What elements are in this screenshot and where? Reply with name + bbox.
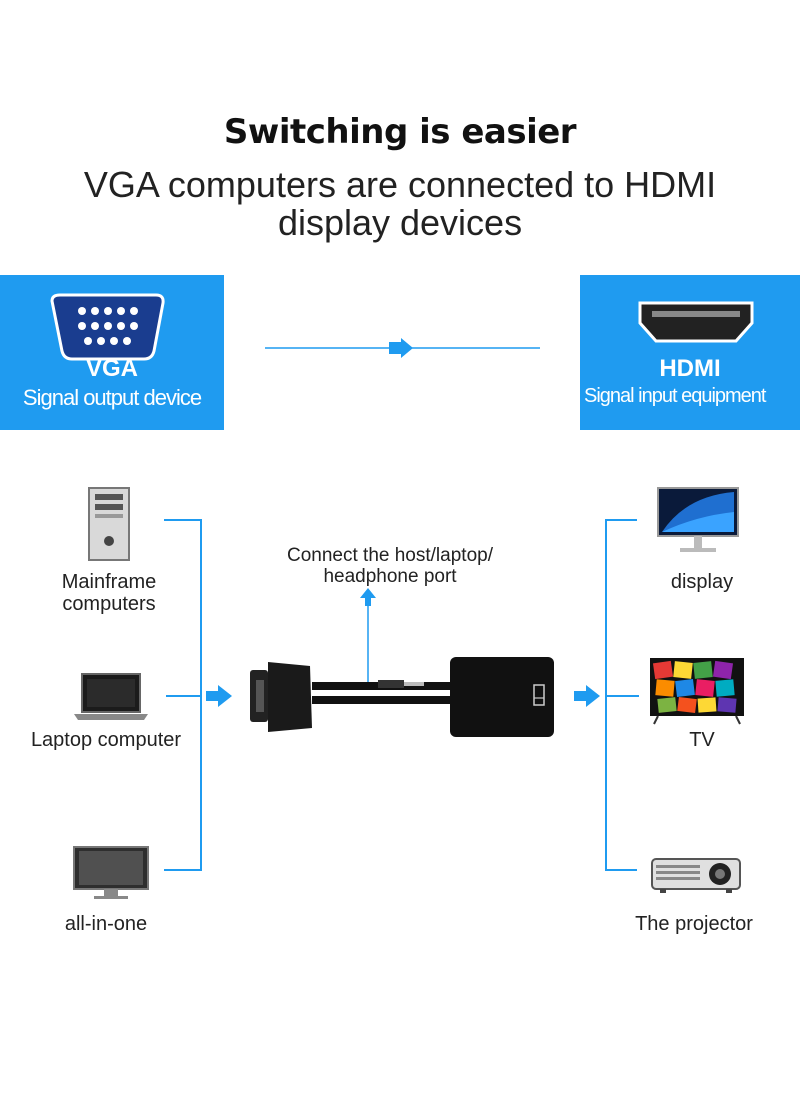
- vga-to-hdmi-adapter: [250, 657, 554, 737]
- bracket-right-top: [605, 519, 637, 521]
- right-arrow-icon: [574, 685, 600, 707]
- bracket-left-middle: [166, 695, 202, 697]
- audio-up-arrow-icon: [360, 588, 376, 684]
- vga-box: VGA Signal output device: [0, 275, 224, 430]
- vga-subtitle: Signal output device: [22, 385, 202, 410]
- audio-port-label-line-2: headphone port: [323, 566, 457, 587]
- destination-label-tv: TV: [689, 729, 715, 751]
- left-arrow-icon: [206, 685, 232, 707]
- audio-port-label: Connect the host/laptop/ headphone port: [240, 545, 540, 587]
- destination-label-projector: The projector: [635, 913, 753, 935]
- source-label-laptop-line-1: Laptop computer: [30, 729, 182, 751]
- tv-icon: [650, 658, 744, 725]
- hdmi-box: HDMI Signal input equipment: [580, 275, 800, 430]
- hdmi-title: HDMI: [659, 355, 721, 382]
- vga-port-icon: [50, 293, 165, 361]
- laptop-icon: [74, 673, 148, 720]
- page-subtitle: VGA computers are connected to HDMI disp…: [0, 166, 800, 242]
- source-label-mainframe-line-1: Mainframe: [61, 571, 157, 593]
- vga-title: VGA: [85, 355, 138, 382]
- source-label-laptop: Laptop computer: [4, 729, 208, 751]
- page-title: Switching is easier: [223, 112, 577, 152]
- all-in-one-pc-icon: [73, 846, 149, 899]
- subtitle-line-2: display devices: [277, 202, 523, 243]
- hdmi-subtitle: Signal input equipment: [584, 385, 766, 407]
- source-label-mainframe-line-2: computers: [62, 593, 156, 615]
- source-label-all-in-one: all-in-one: [4, 913, 208, 935]
- bracket-left-top: [164, 519, 202, 521]
- hdmi-port-icon: [638, 301, 754, 343]
- desktop-tower-icon: [88, 487, 130, 561]
- bracket-right-middle: [605, 695, 639, 697]
- destination-label-display: display: [670, 571, 734, 593]
- source-label-all-in-one-line-1: all-in-one: [64, 913, 148, 935]
- signal-arrow: [265, 338, 540, 358]
- audio-port-label-line-1: Connect the host/laptop/: [287, 545, 493, 566]
- source-label-mainframe: Mainframe computers: [20, 571, 198, 615]
- projector-icon: [651, 858, 741, 893]
- monitor-icon: [657, 487, 739, 552]
- bracket-left-bottom: [164, 869, 202, 871]
- subtitle-line-1: VGA computers are connected to HDMI: [83, 164, 717, 205]
- bracket-right-bottom: [605, 869, 637, 871]
